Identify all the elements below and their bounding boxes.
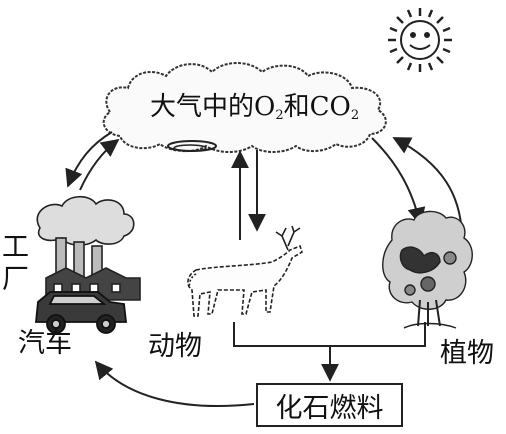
fossil-fuel-label: 化石燃料: [275, 392, 384, 424]
arrow-cloud-to-factory: [65, 131, 113, 188]
cloud-label-sub2: 2: [350, 108, 360, 123]
car-label: 汽车: [18, 328, 72, 359]
arrow-cloud-to-plant: [371, 137, 426, 226]
factory-label-1: 工: [2, 232, 29, 263]
tree-icon: [382, 210, 473, 329]
cloud-label-sub1: 2: [275, 108, 284, 123]
cloud-icon: [102, 62, 387, 153]
factory-label-2: 厂: [2, 264, 29, 295]
sun-icon: [388, 8, 452, 72]
deer-icon: [187, 225, 303, 317]
car-icon: [35, 291, 128, 334]
factory-icon: [36, 195, 141, 301]
fossil-fuel-box: 化石燃料: [256, 383, 403, 427]
cloud-label: 大气中的O2和CO2: [150, 86, 359, 123]
plant-label: 植物: [440, 338, 494, 369]
connector-animal-plant: [233, 322, 426, 347]
cloud-label-prefix: 大气中的O: [150, 92, 276, 122]
arrow-fossil-fuel-to-car: [94, 360, 255, 407]
cloud-label-mid: 和CO: [283, 92, 351, 122]
animal-label: 动物: [148, 331, 202, 362]
arrow-factory-to-cloud: [79, 138, 120, 191]
